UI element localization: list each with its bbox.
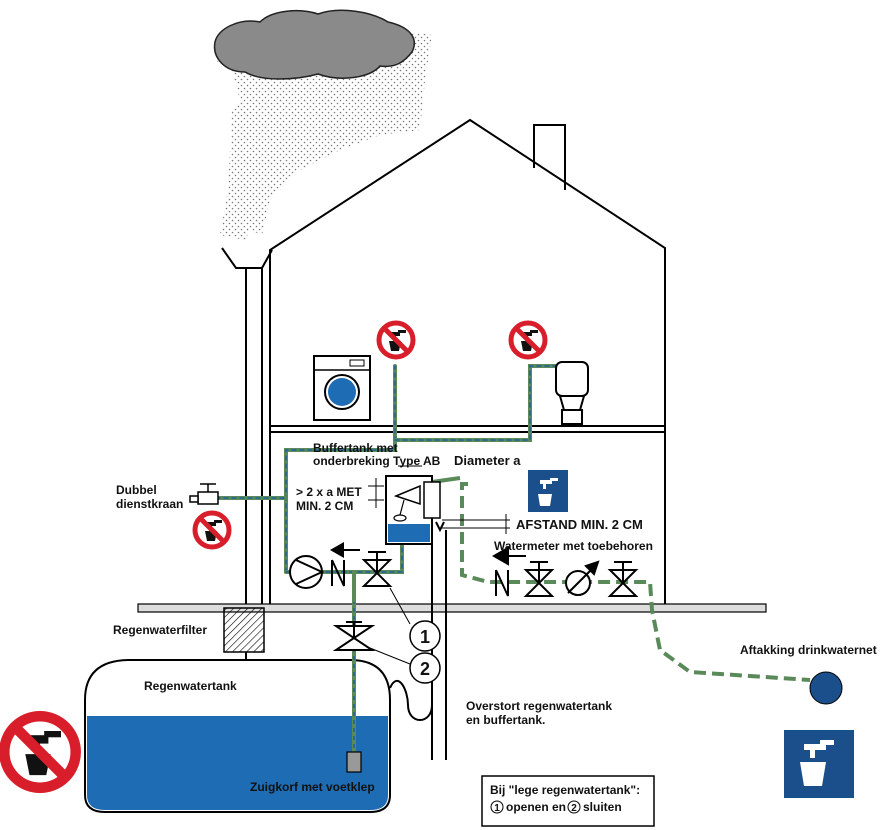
no-drinking-icon [511,323,545,357]
buffer-tank [385,475,441,545]
callout-2: 2 [369,647,441,684]
label-twice-a-2: MIN. 2 CM [296,499,353,513]
label-overstort-2: en buffertank. [466,713,545,727]
note-line-1: Bij "lege regenwatertank": [490,783,640,797]
note-line-3: sluiten [583,800,622,814]
label-overstort-1: Overstort regenwatertank [466,699,612,713]
label-regenwaterfilter: Regenwaterfilter [113,623,207,637]
label-regenwatertank: Regenwatertank [144,679,237,693]
note-number-1: 1 [494,803,500,814]
washing-machine-icon [313,355,371,421]
note-line-2: openen en [506,800,566,814]
no-drinking-icon [195,513,229,547]
label-afstand: AFSTAND MIN. 2 CM [516,517,643,532]
label-watermeter: Watermeter met toebehoren [494,539,653,553]
double-service-tap-icon [189,483,219,505]
label-diameter: Diameter a [454,453,521,468]
drinking-water-large-icon [784,730,854,798]
rainwater-tank [84,659,391,813]
flow-arrow-left-icon [330,542,344,558]
downpipe [221,247,273,608]
label-dubbel-1: Dubbel [116,483,157,497]
rainwater-filter [223,607,265,653]
watermeter-assembly [491,546,639,597]
drinking-water-icon [528,470,568,512]
callout-2-number: 2 [420,659,430,679]
ground-slab [137,603,767,613]
pump-icon [289,555,325,589]
label-zuigkorf: Zuigkorf met voetklep [250,780,375,794]
no-drinking-icon [379,323,413,357]
callout-1-number: 1 [420,627,430,647]
callout-1: 1 [389,587,441,652]
dimension-marks [368,465,510,534]
label-dubbel-2: dienstkraan [116,497,183,511]
note-box: Bij "lege regenwatertank": 1 openen en 2… [481,775,655,827]
label-twice-a-1: > 2 x a MET [296,485,362,499]
no-drinking-large-icon [0,711,81,793]
suction-strainer [346,751,362,773]
house-outline [269,118,666,608]
overflow-siphon [389,679,433,721]
note-number-2: 2 [571,803,577,814]
cloud-icon [213,9,432,240]
toilet-icon [555,361,589,425]
label-buffertank-2: onderbreking Type AB [313,454,441,468]
label-buffertank-1: Buffertank met [313,441,398,455]
drinking-water-line [460,482,811,682]
label-aftakking: Aftakking drinkwaternet [740,643,877,657]
drinking-water-connection [809,671,843,705]
suction-valve-icon [332,621,376,651]
check-valve-icon [331,551,393,587]
